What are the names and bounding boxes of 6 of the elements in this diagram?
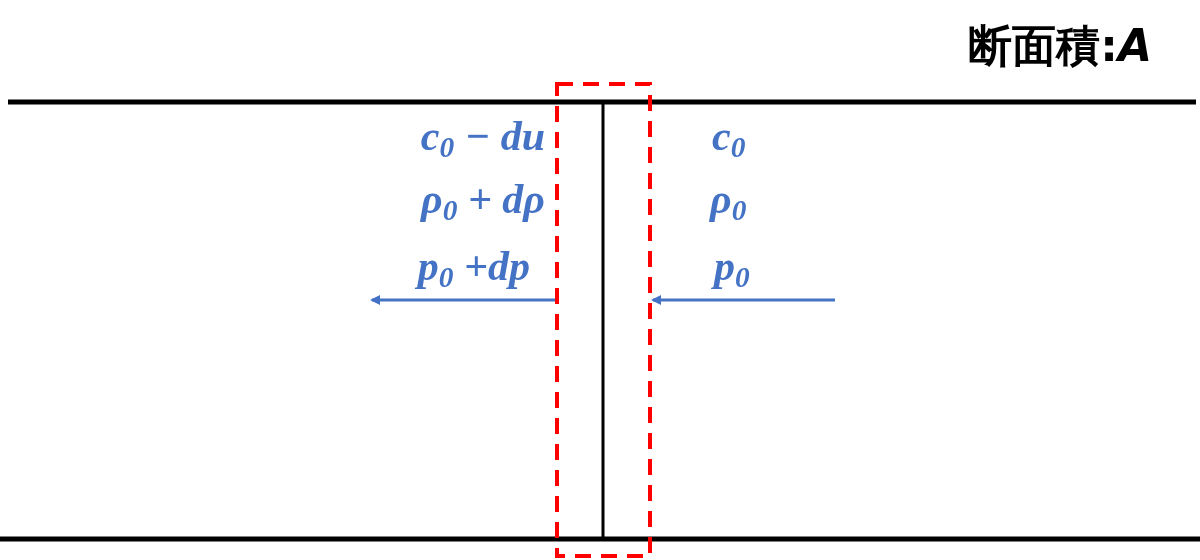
density-label: ρ$_{0}$ + dρ — [421, 178, 545, 220]
pressure-label: p$_{0}$ +dp — [417, 245, 530, 287]
velocity-label: c$_{0}$ − du — [420, 115, 545, 157]
density-label: ρ$_{0}$ — [710, 178, 747, 220]
cross-section-label: 断面積:A — [968, 24, 1152, 68]
velocity-label: c$_{0}$ — [712, 115, 746, 157]
